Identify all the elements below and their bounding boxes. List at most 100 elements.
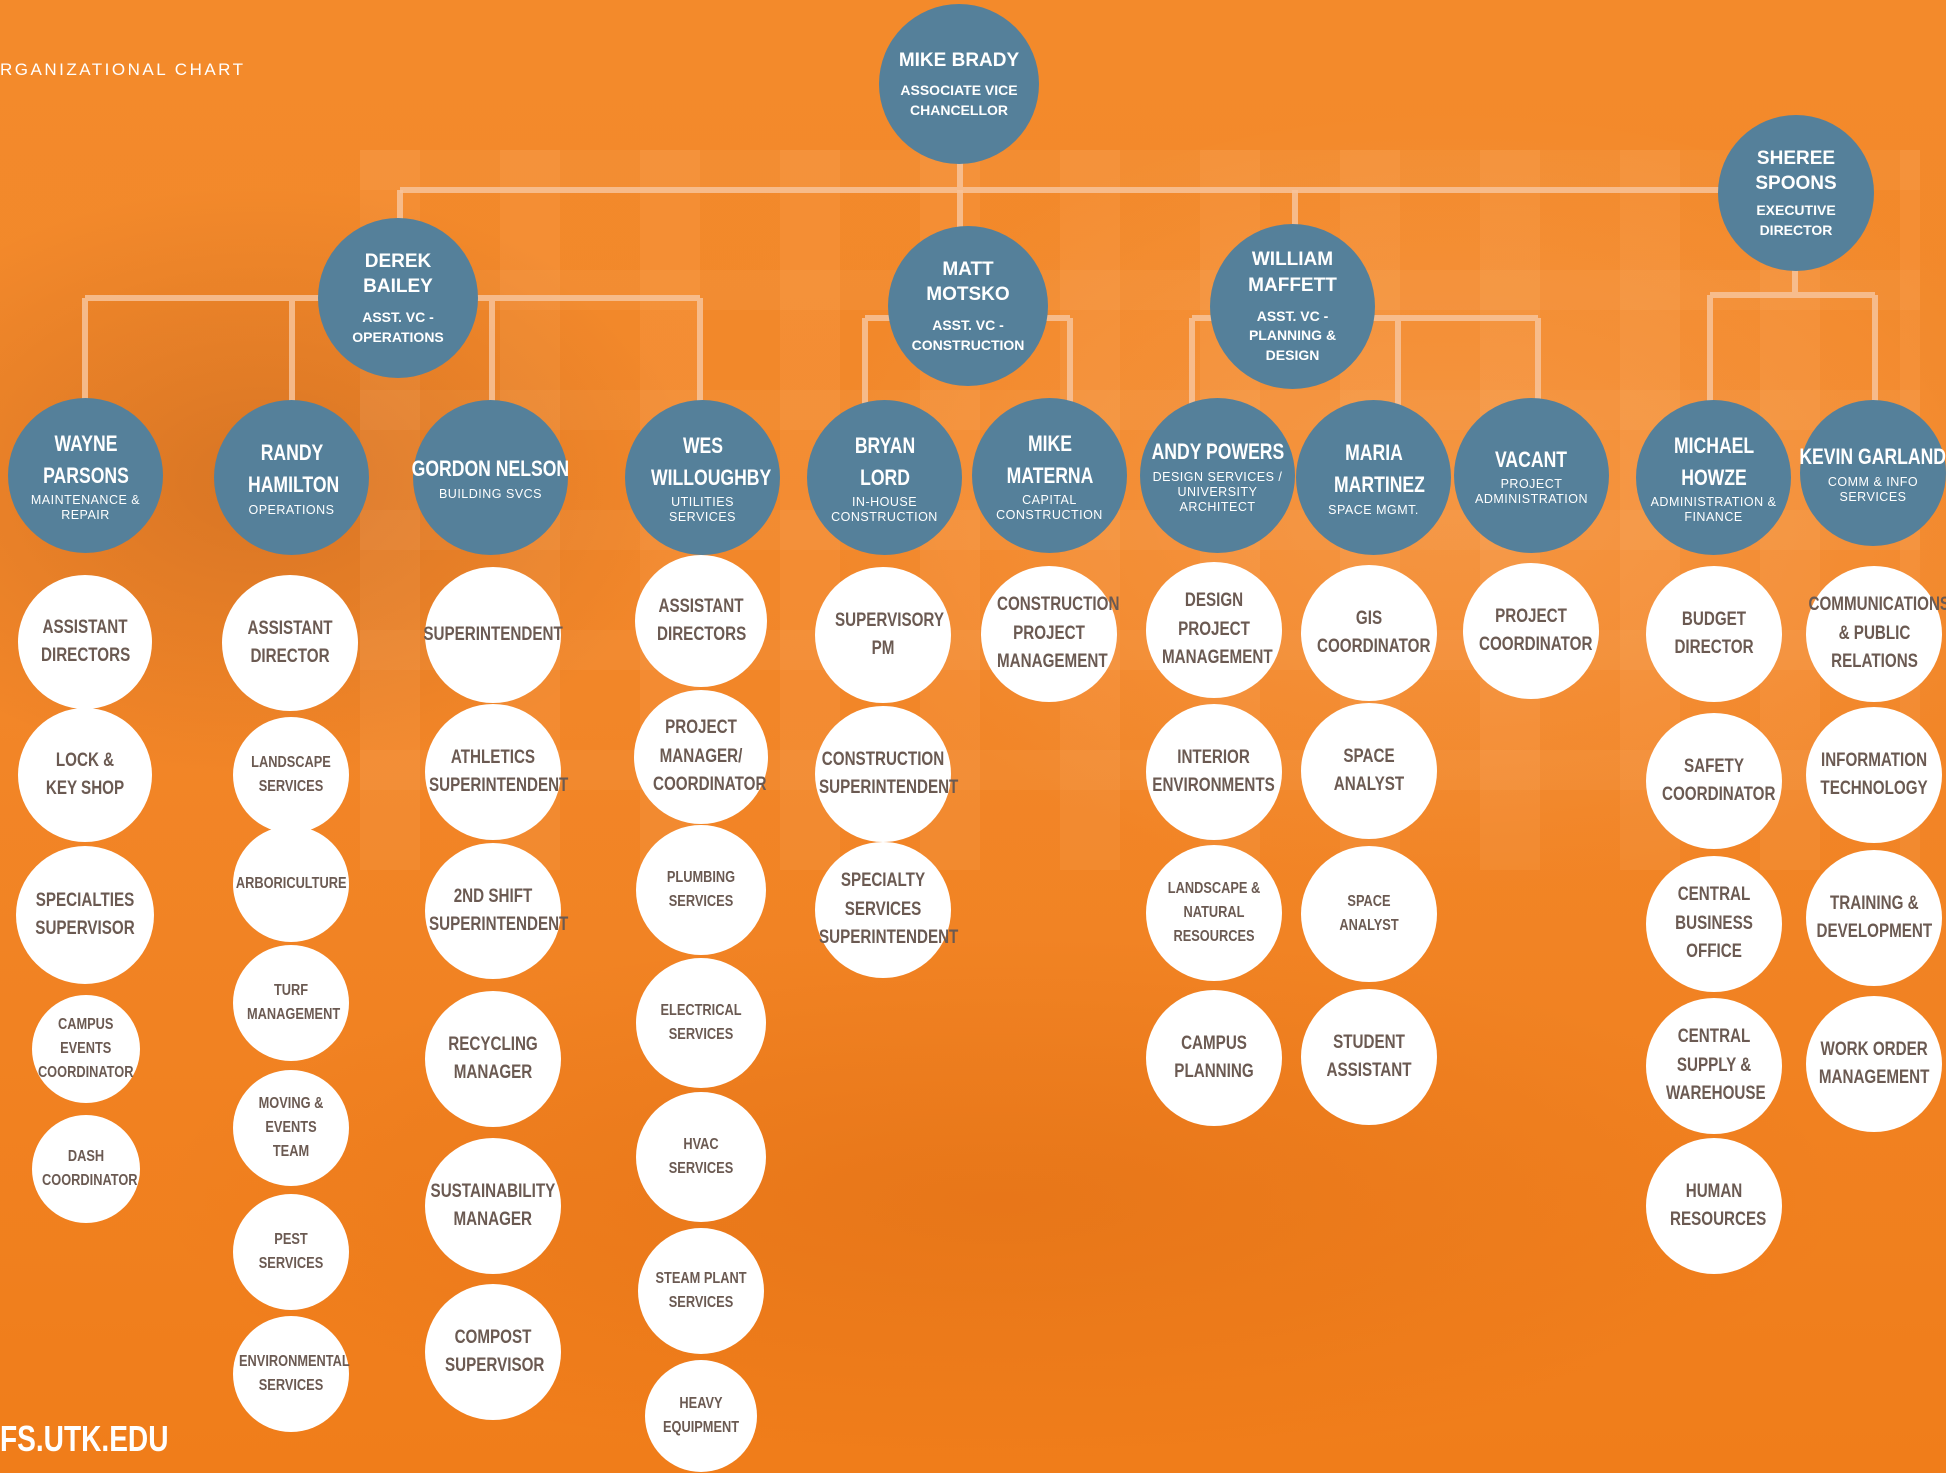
node-kevin-garland: KEVIN GARLAND COMM & INFO SERVICES (1800, 400, 1946, 546)
unit-circle: INTERIOR ENVIRONMENTS (1146, 704, 1282, 840)
unit-circle: CAMPUS PLANNING (1146, 990, 1282, 1126)
node-title: ASST. VC - PLANNING & DESIGN (1248, 307, 1337, 363)
unit-circle: ASSISTANT DIRECTORS (635, 555, 767, 687)
node-name: GORDON NELSON (411, 456, 570, 482)
node-mike-materna: MIKE MATERNA CAPITAL CONSTRUCTION (972, 398, 1127, 553)
node-maria-martinez: MARIA MARTINEZ SPACE MGMT. (1296, 400, 1451, 555)
unit-label: ARBORICULTURE (235, 875, 347, 892)
unit-circle: SPACE ANALYST (1301, 846, 1437, 982)
node-title: OPERATIONS (248, 502, 335, 517)
unit-label: LANDSCAPE SERVICES (251, 754, 331, 795)
unit-label: LOCK & KEY SHOP (45, 749, 125, 800)
node-michael-howze: MICHAEL HOWZE ADMINISTRATION & FINANCE (1636, 400, 1791, 555)
unit-circle: HUMAN RESOURCES (1646, 1138, 1782, 1274)
unit-circle: PROJECT COORDINATOR (1463, 563, 1599, 699)
unit-circle: LANDSCAPE & NATURAL RESOURCES (1146, 845, 1282, 981)
website-url: FS.UTK.EDU (0, 1418, 169, 1459)
unit-label: 2ND SHIFT SUPERINTENDENT (429, 885, 569, 936)
connector-line (397, 125, 1803, 230)
unit-circle: ATHLETICS SUPERINTENDENT (425, 704, 569, 840)
unit-circle: CONSTRUCTION PROJECT MANAGEMENT (981, 566, 1119, 702)
node-title: CAPITAL CONSTRUCTION (996, 493, 1103, 523)
node-title: EXECUTIVE DIRECTOR (1756, 202, 1836, 238)
unit-circle: ASSISTANT DIRECTOR (222, 575, 358, 711)
unit-circle: CENTRAL BUSINESS OFFICE (1646, 856, 1782, 992)
unit-circle: ASSISTANT DIRECTORS (18, 575, 152, 709)
unit-circle: PLUMBING SERVICES (636, 825, 766, 955)
node-name: MATT MOTSKO (926, 258, 1010, 306)
unit-label: PLUMBING SERVICES (666, 869, 736, 910)
unit-circle: PROJECT MANAGER/ COORDINATOR (634, 690, 768, 824)
node-name: BRYAN LORD (854, 432, 915, 490)
node-title: SPACE MGMT. (1328, 502, 1419, 517)
node-william-maffett: WILLIAM MAFFETT ASST. VC - PLANNING & DE… (1210, 224, 1375, 389)
node-randy-hamilton: RANDY HAMILTON OPERATIONS (214, 400, 369, 555)
unit-label: SPECIALTY SERVICES SUPERINTENDENT (819, 870, 959, 949)
unit-label: ATHLETICS SUPERINTENDENT (429, 746, 569, 797)
node-name: WAYNE PARSONS (42, 430, 129, 488)
node-title: PROJECT ADMINISTRATION (1474, 477, 1589, 507)
unit-label: HVAC SERVICES (668, 1136, 734, 1177)
unit-label: RECYCLING MANAGER (448, 1033, 538, 1084)
unit-circle: COMMUNICATIONS & PUBLIC RELATIONS (1806, 566, 1946, 702)
unit-label: TURF MANAGEMENT (247, 982, 341, 1023)
node-matt-motsko: MATT MOTSKO ASST. VC - CONSTRUCTION (888, 226, 1048, 386)
unit-circle: HEAVY EQUIPMENT (645, 1360, 757, 1472)
unit-circle: ELECTRICAL SERVICES (636, 958, 766, 1088)
unit-label: WORK ORDER MANAGEMENT (1818, 1038, 1930, 1089)
unit-label: TRAINING & DEVELOPMENT (1816, 892, 1932, 943)
node-wayne-parsons: WAYNE PARSONS MAINTENANCE & REPAIR (8, 398, 163, 553)
connector-line (1707, 270, 1878, 405)
unit-label: INFORMATION TECHNOLOGY (1820, 749, 1928, 800)
unit-label: MOVING & EVENTS TEAM (258, 1095, 324, 1160)
unit-circle: STEAM PLANT SERVICES (638, 1228, 764, 1354)
unit-circle: DASH COORDINATOR (32, 1115, 140, 1223)
node-name: WILLIAM MAFFETT (1248, 249, 1337, 297)
node-name: VACANT (1495, 446, 1568, 472)
unit-circle: SPECIALTY SERVICES SUPERINTENDENT (815, 842, 959, 978)
unit-circle: RECYCLING MANAGER (425, 991, 561, 1127)
node-title: ASST. VC - OPERATIONS (352, 309, 444, 345)
unit-label: PROJECT COORDINATOR (1479, 605, 1593, 656)
unit-label: SPACE ANALYST (1339, 893, 1399, 934)
unit-circle: MOVING & EVENTS TEAM (233, 1070, 349, 1186)
unit-circle: SPACE ANALYST (1301, 703, 1437, 839)
node-name: MIKE MATERNA (1006, 430, 1093, 488)
unit-label: SAFETY COORDINATOR (1662, 755, 1776, 806)
node-name: MARIA MARTINEZ (1333, 440, 1425, 497)
node-vacant: VACANT PROJECT ADMINISTRATION (1454, 398, 1609, 553)
unit-label: SUPERINTENDENT (423, 623, 563, 645)
unit-circle: GIS COORDINATOR (1301, 565, 1437, 701)
node-title: COMM & INFO SERVICES (1827, 474, 1919, 504)
node-mike-brady: MIKE BRADY ASSOCIATE VICE CHANCELLOR (879, 4, 1039, 164)
unit-circle: TRAINING & DEVELOPMENT (1806, 850, 1942, 986)
unit-label: COMPOST SUPERVISOR (445, 1326, 545, 1377)
node-sheree-spoons: SHEREE SPOONS EXECUTIVE DIRECTOR (1718, 115, 1874, 271)
unit-label: INTERIOR ENVIRONMENTS (1152, 746, 1276, 797)
unit-label: SUPERVISORY PM (835, 609, 944, 660)
node-name: WES WILLOUGHBY (650, 432, 771, 490)
unit-circle: CONSTRUCTION SUPERINTENDENT (815, 706, 958, 842)
node-title: DESIGN SERVICES / UNIVERSITY ARCHITECT (1152, 469, 1283, 514)
unit-label: BUDGET DIRECTOR (1674, 608, 1754, 659)
node-derek-bailey: DEREK BAILEY ASST. VC - OPERATIONS (318, 218, 478, 378)
unit-circle: STUDENT ASSISTANT (1301, 989, 1437, 1125)
unit-circle: ENVIRONMENTAL SERVICES (233, 1316, 350, 1432)
unit-label: ENVIRONMENTAL SERVICES (239, 1353, 350, 1394)
node-title: MAINTENANCE & REPAIR (30, 493, 141, 523)
node-title: ASST. VC - CONSTRUCTION (911, 317, 1025, 353)
unit-circle: SAFETY COORDINATOR (1646, 713, 1782, 849)
unit-label: DESIGN PROJECT MANAGEMENT (1162, 590, 1273, 669)
node-name: MIKE BRADY (898, 49, 1020, 71)
unit-label: SUSTAINABILITY MANAGER (430, 1180, 556, 1231)
unit-label: PEST SERVICES (258, 1231, 324, 1272)
unit-label: COMMUNICATIONS & PUBLIC RELATIONS (1808, 594, 1946, 673)
unit-circle: SPECIALTIES SUPERVISOR (16, 846, 154, 984)
unit-label: ASSISTANT DIRECTORS (41, 616, 131, 667)
node-gordon-nelson: GORDON NELSON BUILDING SVCS (411, 400, 570, 555)
unit-circle: SUPERVISORY PM (815, 567, 951, 703)
node-andy-powers: ANDY POWERS DESIGN SERVICES / UNIVERSITY… (1140, 398, 1295, 553)
unit-circle: WORK ORDER MANAGEMENT (1806, 996, 1942, 1132)
unit-circle: ARBORICULTURE (233, 826, 349, 942)
